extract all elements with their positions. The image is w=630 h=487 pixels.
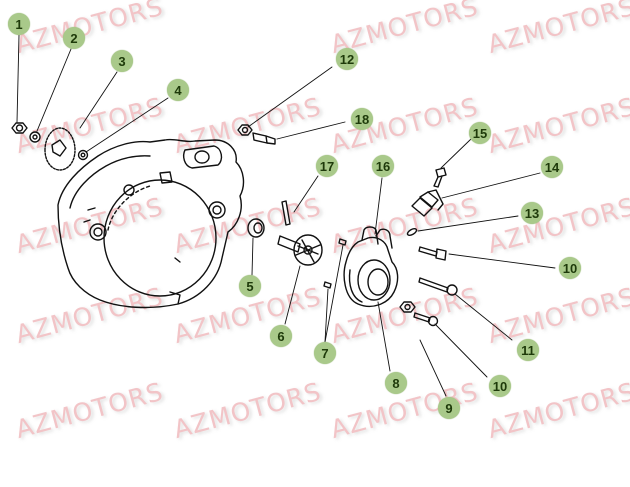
callout-2: 2: [63, 27, 85, 49]
part-9-nut: [399, 301, 416, 313]
part-17-pin: [281, 200, 291, 226]
callout-12: 12: [336, 48, 358, 70]
callout-6: 6: [270, 325, 292, 347]
part-18-bolt: [252, 132, 276, 145]
callout-1: 1: [8, 13, 30, 35]
callout-10: 10: [559, 257, 581, 279]
part-6-impeller: [277, 234, 323, 266]
callout-4: 4: [167, 79, 189, 101]
part-11-bolt: [418, 277, 458, 296]
callout-9: 9: [438, 397, 460, 419]
callout-13: 13: [521, 202, 543, 224]
part-10-bolt-lower: [413, 312, 439, 327]
callout-5: 5: [239, 275, 261, 297]
part-5-seal: [247, 218, 265, 238]
callout-17: 17: [316, 155, 338, 177]
callout-3: 3: [111, 50, 133, 72]
callout-16: 16: [372, 155, 394, 177]
clutch-cover: [57, 138, 245, 309]
part-12-nut: [237, 124, 253, 136]
callout-7: 7: [314, 342, 336, 364]
part-7-pins: [323, 238, 347, 289]
callout-14: 14: [541, 156, 563, 178]
callout-10-lower: 10: [489, 375, 511, 397]
leader-lines: [16, 34, 556, 397]
part-13-oring: [406, 227, 418, 237]
callout-15: 15: [469, 122, 491, 144]
part-14-fitting: [411, 189, 444, 217]
part-2-washer: [29, 131, 41, 143]
part-8-pump-housing: [343, 226, 399, 308]
part-10-bolt: [418, 246, 447, 261]
callout-8: 8: [385, 372, 407, 394]
part-15-screw: [433, 167, 447, 188]
callout-18: 18: [351, 108, 373, 130]
part-1-nut: [11, 122, 28, 134]
part-4-nut: [77, 149, 89, 161]
part-3-gear: [44, 127, 76, 171]
callout-11: 11: [517, 339, 539, 361]
